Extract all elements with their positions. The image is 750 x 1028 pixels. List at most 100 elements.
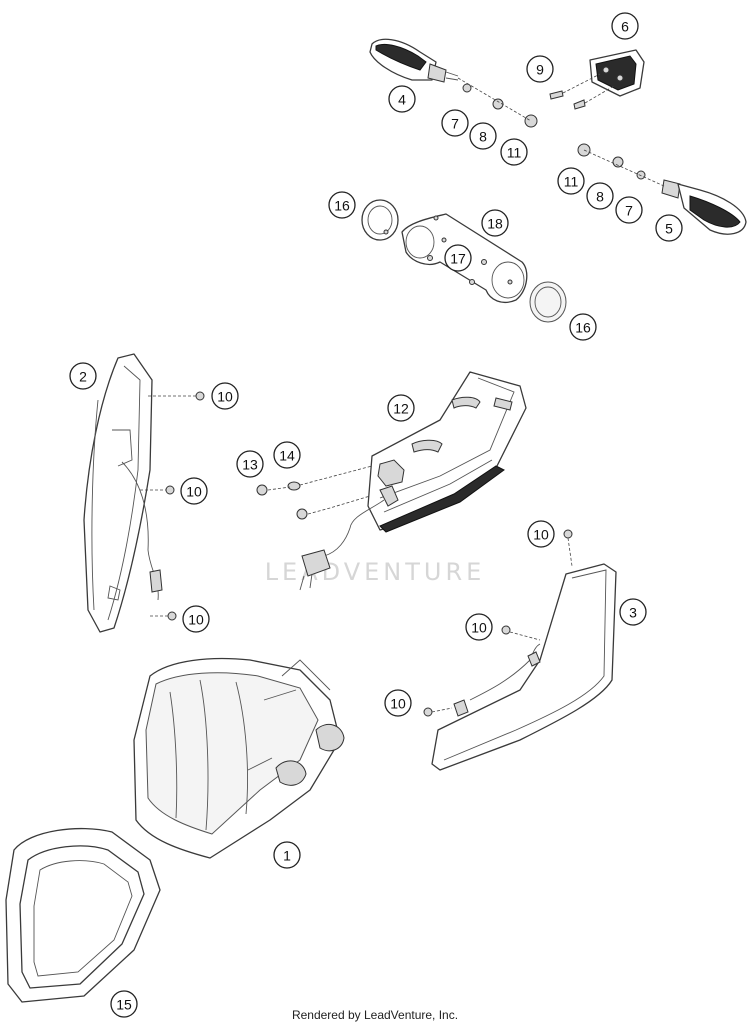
callout-label: 8 — [596, 189, 604, 205]
callout-16: 16 — [569, 313, 597, 341]
callout-circle — [611, 12, 639, 40]
side-panel-left — [83, 353, 205, 633]
callout-label: 11 — [564, 174, 579, 190]
callout-circle — [211, 382, 239, 410]
callout-label: 14 — [279, 448, 295, 464]
callout-circle — [500, 138, 528, 166]
callout-11: 11 — [500, 138, 528, 166]
callout-circle — [444, 244, 472, 272]
callout-circle — [615, 196, 643, 224]
callout-7: 7 — [441, 109, 469, 137]
footer-credit: Rendered by LeadVenture, Inc. — [291, 1008, 459, 1022]
callout-label: 10 — [390, 696, 406, 712]
callout-10: 10 — [211, 382, 239, 410]
callout-circle — [236, 450, 264, 478]
callout-label: 9 — [536, 62, 544, 78]
leader-plate-light — [562, 73, 615, 104]
callout-15: 15 — [110, 990, 138, 1018]
callout-label: 15 — [116, 997, 132, 1013]
leader-side-panel-right — [431, 537, 573, 713]
callout-circle — [469, 122, 497, 150]
tail-light — [256, 371, 527, 591]
callout-circle — [655, 214, 683, 242]
callout-circle — [69, 362, 97, 390]
callout-4: 4 — [388, 85, 416, 113]
side-panel-right — [423, 529, 617, 771]
callout-7: 7 — [615, 196, 643, 224]
plate-light — [549, 49, 645, 110]
leader-turn-signal-left — [457, 77, 532, 122]
turn-signal-right — [577, 143, 747, 235]
callout-circle — [619, 598, 647, 626]
callout-12: 12 — [387, 394, 415, 422]
callout-circle — [586, 182, 614, 210]
callout-circle — [557, 167, 585, 195]
callout-label: 12 — [393, 401, 409, 417]
leader-side-panel-left — [140, 395, 196, 617]
headlight-frame — [5, 827, 161, 1003]
callout-label: 3 — [629, 605, 637, 621]
turn-signal-left — [369, 38, 538, 128]
callout-1: 1 — [273, 841, 301, 869]
watermark-text: LEADVENTURE — [265, 558, 486, 586]
callout-label: 13 — [242, 457, 258, 473]
headlight — [133, 657, 345, 859]
callout-5: 5 — [655, 214, 683, 242]
callout-circle — [384, 689, 412, 717]
callout-18: 18 — [481, 209, 509, 237]
leader-turn-signal-right — [583, 149, 665, 187]
callout-10: 10 — [465, 613, 493, 641]
callout-9: 9 — [526, 55, 554, 83]
callout-label: 2 — [79, 369, 87, 385]
callout-circle — [441, 109, 469, 137]
callout-circle — [182, 605, 210, 633]
callout-label: 8 — [479, 129, 487, 145]
callout-label: 5 — [665, 221, 673, 237]
callout-label: 10 — [186, 484, 202, 500]
callout-circle — [328, 191, 356, 219]
callout-16: 16 — [328, 191, 356, 219]
callout-label: 1 — [283, 848, 291, 864]
callout-10: 10 — [384, 689, 412, 717]
callout-label: 7 — [625, 203, 633, 219]
callout-label: 18 — [487, 216, 503, 232]
callout-label: 10 — [188, 612, 204, 628]
callout-circle — [481, 209, 509, 237]
callout-circle — [569, 313, 597, 341]
callout-label: 17 — [450, 251, 466, 267]
callout-14: 14 — [273, 441, 301, 469]
callout-10: 10 — [182, 605, 210, 633]
reflector-lower — [529, 281, 567, 323]
callout-label: 6 — [621, 19, 629, 35]
callout-10: 10 — [180, 477, 208, 505]
callout-label: 10 — [217, 389, 233, 405]
callout-circle — [527, 520, 555, 548]
callout-17: 17 — [444, 244, 472, 272]
callout-13: 13 — [236, 450, 264, 478]
callout-circle — [180, 477, 208, 505]
callout-label: 4 — [398, 92, 406, 108]
callout-circle — [526, 55, 554, 83]
callout-label: 16 — [575, 320, 591, 336]
callout-label: 16 — [334, 198, 350, 214]
callout-2: 2 — [69, 362, 97, 390]
callout-circle — [273, 841, 301, 869]
reflector-upper — [361, 199, 399, 241]
callout-label: 7 — [451, 116, 459, 132]
callout-8: 8 — [469, 122, 497, 150]
callout-10: 10 — [527, 520, 555, 548]
callout-label: 10 — [533, 527, 549, 543]
callout-circle — [387, 394, 415, 422]
callout-circle — [388, 85, 416, 113]
callout-8: 8 — [586, 182, 614, 210]
callout-label: 11 — [507, 145, 522, 161]
callout-11: 11 — [557, 167, 585, 195]
leader-tail-light — [267, 465, 373, 515]
callout-3: 3 — [619, 598, 647, 626]
callout-6: 6 — [611, 12, 639, 40]
callout-circle — [110, 990, 138, 1018]
callout-circle — [465, 613, 493, 641]
callout-label: 10 — [471, 620, 487, 636]
callout-circle — [273, 441, 301, 469]
